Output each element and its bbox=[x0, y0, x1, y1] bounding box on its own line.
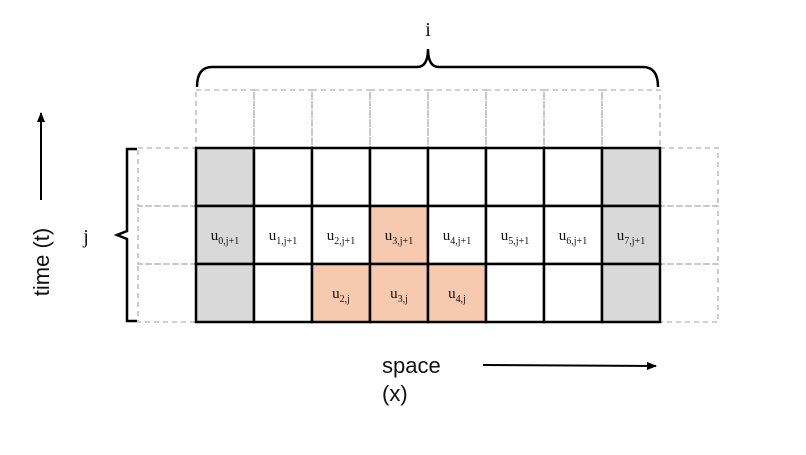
grid-cell-box bbox=[484, 204, 546, 266]
ghost-cell bbox=[137, 205, 197, 265]
ghost-cell bbox=[137, 147, 197, 207]
space-axis-label: space bbox=[382, 353, 441, 378]
cell-value-label: u5,j+1 bbox=[501, 228, 529, 247]
j-brace bbox=[113, 147, 137, 323]
ghost-cell bbox=[311, 89, 371, 149]
grid-cell-box bbox=[426, 204, 488, 266]
ghost-cell bbox=[485, 89, 545, 149]
grid-cell: u7,j+1 bbox=[600, 204, 662, 266]
cell-value-label: u7,j+1 bbox=[617, 228, 645, 247]
grid-cell-box bbox=[542, 146, 604, 208]
grid-cell-box bbox=[484, 146, 546, 208]
grid-cell: u2,j bbox=[310, 262, 372, 324]
main-grid: u0,j+1 u1,j+1 u2,j+1 u3,j+1 u4,j+1 u5,j+1 u6,j… bbox=[194, 146, 662, 324]
grid-cell: u2,j+1 bbox=[310, 204, 372, 266]
j-label: j bbox=[82, 226, 89, 248]
cell-value-label: u2,j+1 bbox=[327, 228, 355, 247]
grid-cell bbox=[252, 146, 314, 208]
grid-cell-box bbox=[426, 262, 488, 324]
cell-value-label: u1,j+1 bbox=[269, 228, 297, 247]
grid-cell bbox=[252, 262, 314, 324]
grid-cell bbox=[368, 146, 430, 208]
grid-cell bbox=[484, 262, 546, 324]
grid-cell-box bbox=[600, 204, 662, 266]
grid-cell-box bbox=[368, 262, 430, 324]
cell-value-label: u6,j+1 bbox=[559, 228, 587, 247]
grid-cell bbox=[194, 146, 256, 208]
grid-cell-box bbox=[252, 262, 314, 324]
grid-cell bbox=[600, 146, 662, 208]
i-brace bbox=[195, 48, 660, 88]
space-axis-arrow bbox=[482, 361, 657, 370]
ghost-cell bbox=[659, 205, 719, 265]
grid-cell-box bbox=[310, 204, 372, 266]
grid-cell bbox=[542, 146, 604, 208]
grid-cell-box bbox=[194, 204, 256, 266]
ghost-cell bbox=[369, 89, 429, 149]
ghost-cell bbox=[659, 263, 719, 323]
grid-cell: u3,j bbox=[368, 262, 430, 324]
grid-cell bbox=[542, 262, 604, 324]
ghost-cell bbox=[659, 147, 719, 207]
cell-value-label: u2,j bbox=[332, 286, 350, 305]
ghost-cell bbox=[195, 89, 255, 149]
grid-cell-box bbox=[252, 146, 314, 208]
i-label: i bbox=[425, 19, 431, 41]
cell-value-label: u3,j+1 bbox=[385, 228, 413, 247]
grid-cell bbox=[194, 262, 256, 324]
grid-cell-box bbox=[542, 262, 604, 324]
space-axis-label-unit: (x) bbox=[382, 381, 408, 406]
grid-cell: u6,j+1 bbox=[542, 204, 604, 266]
grid-cell-box bbox=[252, 204, 314, 266]
cell-value-label: u4,j bbox=[448, 286, 466, 305]
grid-cell-box bbox=[310, 146, 372, 208]
grid-cell-box bbox=[426, 146, 488, 208]
grid-cell bbox=[600, 262, 662, 324]
ghost-cell bbox=[253, 89, 313, 149]
grid-cell bbox=[426, 146, 488, 208]
grid-cell-box bbox=[600, 262, 662, 324]
grid-cell-box bbox=[484, 262, 546, 324]
grid-cell-box bbox=[310, 262, 372, 324]
grid-cell: u0,j+1 bbox=[194, 204, 256, 266]
time-axis-label: time (t) bbox=[29, 228, 54, 296]
grid-cell-box bbox=[368, 204, 430, 266]
ghost-cell bbox=[427, 89, 487, 149]
grid-cell bbox=[484, 146, 546, 208]
grid-cell: u4,j+1 bbox=[426, 204, 488, 266]
cell-value-label: u4,j+1 bbox=[443, 228, 471, 247]
grid-cell: u5,j+1 bbox=[484, 204, 546, 266]
ghost-cell bbox=[543, 89, 603, 149]
cell-value-label: u0,j+1 bbox=[211, 228, 239, 247]
grid-cell-box bbox=[368, 146, 430, 208]
grid-cell: u3,j+1 bbox=[368, 204, 430, 266]
ghost-cell bbox=[601, 89, 661, 149]
grid-cell-box bbox=[600, 146, 662, 208]
ghost-cell bbox=[137, 263, 197, 323]
grid-cell-box bbox=[542, 204, 604, 266]
grid-cell-box bbox=[194, 146, 256, 208]
cell-value-label: u3,j bbox=[390, 286, 408, 305]
grid-cell bbox=[310, 146, 372, 208]
grid-cell-box bbox=[194, 262, 256, 324]
grid-cell: u4,j bbox=[426, 262, 488, 324]
grid-cell: u1,j+1 bbox=[252, 204, 314, 266]
